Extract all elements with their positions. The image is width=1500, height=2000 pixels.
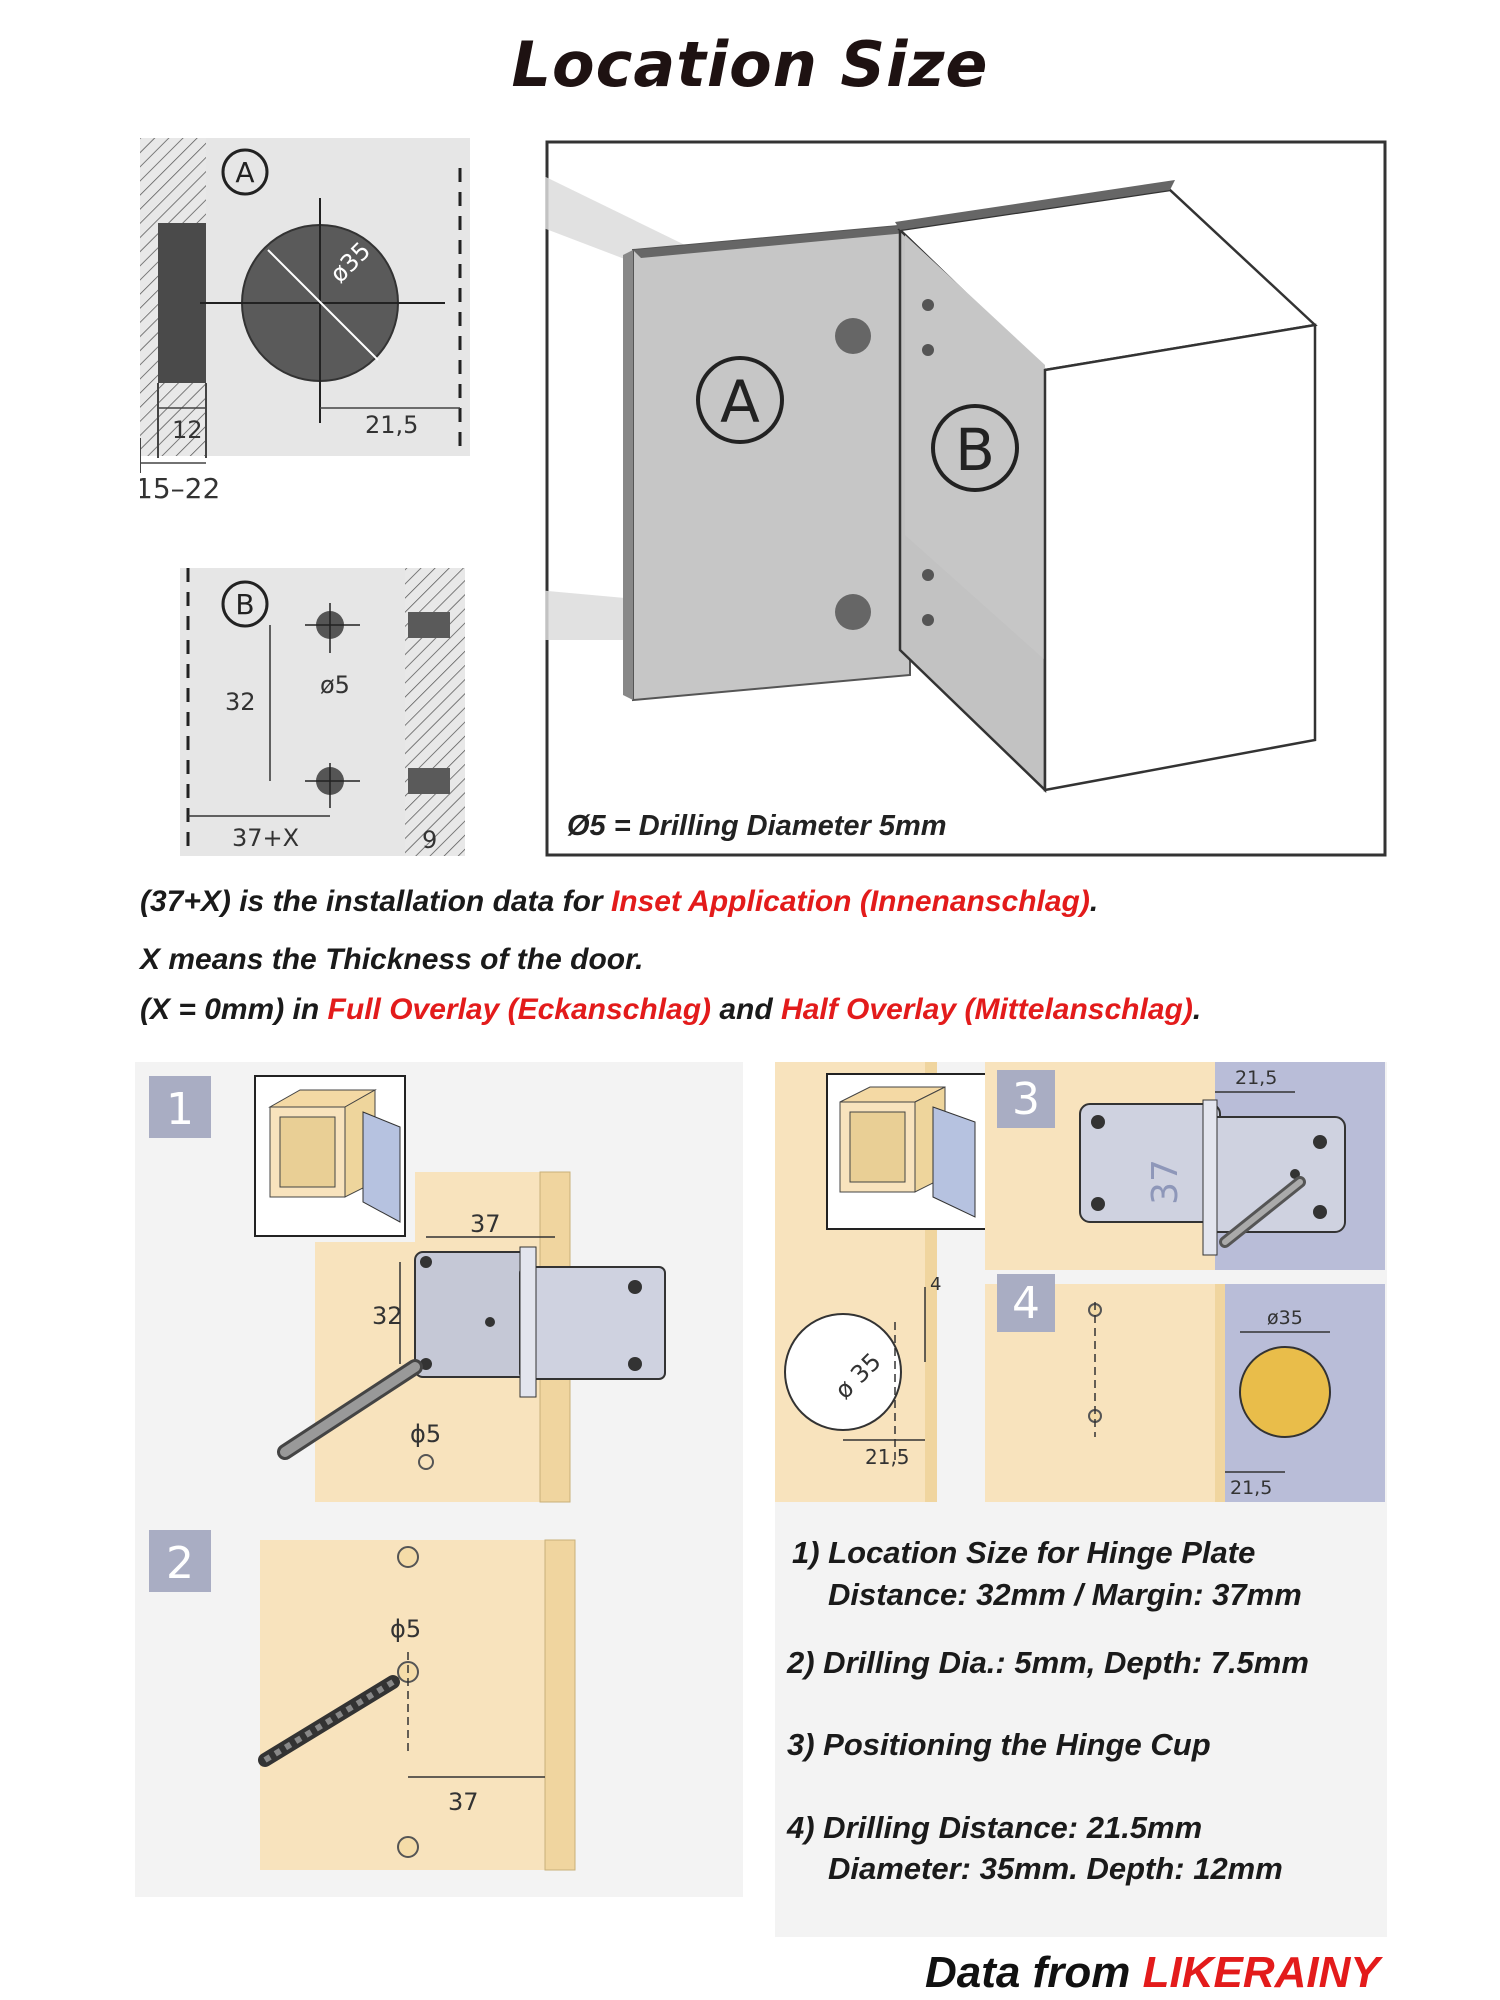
panel1-dim-32: 32: [372, 1302, 403, 1330]
diagram-a: A ø35 12 21,5 15–22: [140, 138, 470, 505]
panel4-dim-35: ø35: [1267, 1307, 1303, 1329]
step-4-detail: Diameter: 35mm. Depth: 12mm: [828, 1851, 1283, 1886]
step-3-detail: 3) Positioning the Hinge Cup: [787, 1727, 1211, 1762]
drilling-caption: Ø5 = Drilling Diameter 5mm: [567, 810, 947, 842]
diagram-b-label: B: [235, 588, 254, 621]
note-line-3-mid: and: [711, 993, 782, 1026]
step-4-title: 4) Drilling Distance: 21.5mm: [787, 1810, 1203, 1845]
dim-12: 12: [172, 416, 203, 444]
step-2-badge: 2: [166, 1538, 194, 1589]
step-1-badge: 1: [166, 1084, 194, 1135]
note-line-1-text: (37+X) is the installation data for: [140, 885, 611, 918]
note-line-2: X means the Thickness of the door.: [140, 943, 644, 976]
panel3-dim-21-5-lower: 21,5: [865, 1445, 910, 1469]
step-1-detail: Distance: 32mm / Margin: 37mm: [828, 1577, 1302, 1612]
panel2-dim-phi5: ϕ5: [390, 1615, 421, 1643]
cabinet-label-b: B: [955, 416, 995, 484]
panel3-dim-37: 37: [1145, 1159, 1186, 1205]
page-title: Location Size: [511, 28, 989, 101]
footer-credit: Data from LIKERAINY: [925, 1948, 1380, 1998]
note-inset-application: Inset Application (Innenanschlag): [610, 885, 1090, 918]
step-4-badge: 4: [1012, 1278, 1040, 1329]
door-label-a: A: [720, 368, 760, 436]
step-3-badge: 3: [1012, 1074, 1040, 1125]
dim-5: ø5: [320, 671, 350, 699]
note-line-3-end: .: [1192, 993, 1202, 1026]
panel3-dim-4: 4: [930, 1274, 941, 1295]
dim-15-22: 15–22: [140, 472, 220, 505]
panel3-dim-21-5: 21,5: [1235, 1067, 1277, 1089]
step-1-title: 1) Location Size for Hinge Plate: [792, 1535, 1256, 1570]
note-line-3-text: (X = 0mm) in: [140, 993, 328, 1026]
panel2-dim-37: 37: [448, 1788, 479, 1816]
diagram-a-label: A: [235, 156, 254, 189]
note-line-3: (X = 0mm) in Full Overlay (Eckanschlag) …: [140, 993, 1201, 1027]
footer-prefix: Data from: [925, 1948, 1143, 1997]
note-line-1: (37+X) is the installation data for Inse…: [140, 885, 1098, 919]
dim-32: 32: [225, 688, 256, 716]
dim-21-5: 21,5: [365, 411, 418, 439]
panel1-dim-phi5: ϕ5: [410, 1420, 441, 1448]
instruction-panel-1-2: 1 37 32 ϕ5 2 ϕ5 37: [135, 1062, 743, 1897]
note-half-overlay: Half Overlay (Mittelanschlag): [781, 993, 1193, 1026]
diagram-b: B 32 ø5 37+X 9: [180, 568, 465, 856]
brand-name: LIKERAINY: [1142, 1948, 1380, 1997]
panel4-dim-21-5: 21,5: [1230, 1477, 1272, 1499]
panel1-dim-37: 37: [470, 1210, 501, 1238]
note-full-overlay: Full Overlay (Eckanschlag): [327, 993, 712, 1026]
step-2-detail: 2) Drilling Dia.: 5mm, Depth: 7.5mm: [787, 1645, 1309, 1680]
cabinet-diagram: A B Ø5 = Drilling Diameter 5mm: [545, 140, 1387, 857]
instruction-panel-3-4: 4 ø 35 21,5 3 37 21,5 4 ø35 21,5: [775, 1062, 1387, 1937]
dim-37-x: 37+X: [232, 824, 299, 852]
note-line-1-end: .: [1089, 885, 1099, 918]
dim-9: 9: [422, 826, 437, 854]
